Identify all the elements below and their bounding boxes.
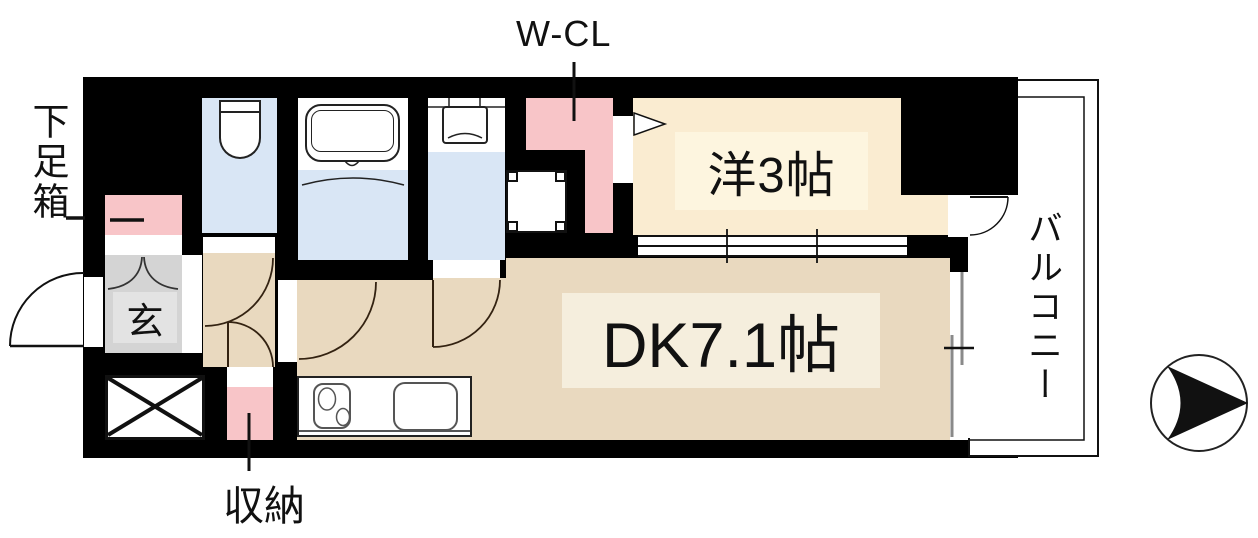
dk-label: DK7.1帖	[601, 311, 841, 381]
kitchen-sink	[393, 382, 458, 431]
walk-in-closet-side	[585, 150, 613, 233]
pan-corner-tab	[555, 221, 566, 232]
pan-corner-tab	[507, 221, 518, 232]
toilet-bowl	[219, 113, 261, 159]
bathroom-floor	[298, 170, 408, 260]
entrance-step: 玄	[113, 292, 177, 343]
balcony-door-swing-area	[970, 195, 1018, 237]
western-room-label: 洋3帖	[707, 148, 836, 203]
toilet-door-opening	[203, 237, 275, 253]
wash-basin	[442, 106, 488, 144]
washroom-door-opening	[433, 260, 500, 278]
wcl-door-opening	[613, 116, 635, 183]
toilet-tank	[219, 100, 261, 113]
compass-icon	[1150, 354, 1248, 452]
entry-door-arc	[9, 271, 85, 347]
washroom-floor	[428, 152, 505, 260]
balcony-label: バルコニー	[1023, 210, 1062, 405]
sliding-partition-track	[638, 235, 907, 257]
walk-in-closet-top	[526, 98, 613, 150]
glass-slider-gap	[950, 272, 968, 440]
hall-step-strip	[182, 255, 202, 353]
western-room-ext	[901, 195, 948, 235]
north-arrow-icon	[1167, 366, 1248, 440]
entrance-label: 玄	[126, 300, 164, 342]
entry-door-opening	[84, 277, 103, 347]
shoe-box-opening	[105, 235, 182, 255]
balcony-door-opening	[948, 195, 970, 237]
storage-label: 収納	[223, 483, 305, 529]
storage-door-opening	[227, 367, 273, 387]
bathtub-inner	[311, 110, 394, 152]
western-room-label-bg: 洋3帖	[675, 132, 868, 210]
void-shaft	[105, 375, 205, 440]
storage-closet	[227, 387, 273, 440]
wcl-label: W-CL	[516, 13, 612, 54]
hall-dk-door-opening	[278, 280, 297, 362]
stove	[313, 383, 351, 429]
pan-corner-tab	[507, 171, 518, 182]
dk-label-bg: DK7.1帖	[562, 293, 880, 388]
shoe-box-label: 下足箱	[27, 102, 68, 222]
shoe-box	[105, 195, 182, 235]
pan-corner-tab	[555, 171, 566, 182]
corridor	[203, 253, 275, 367]
